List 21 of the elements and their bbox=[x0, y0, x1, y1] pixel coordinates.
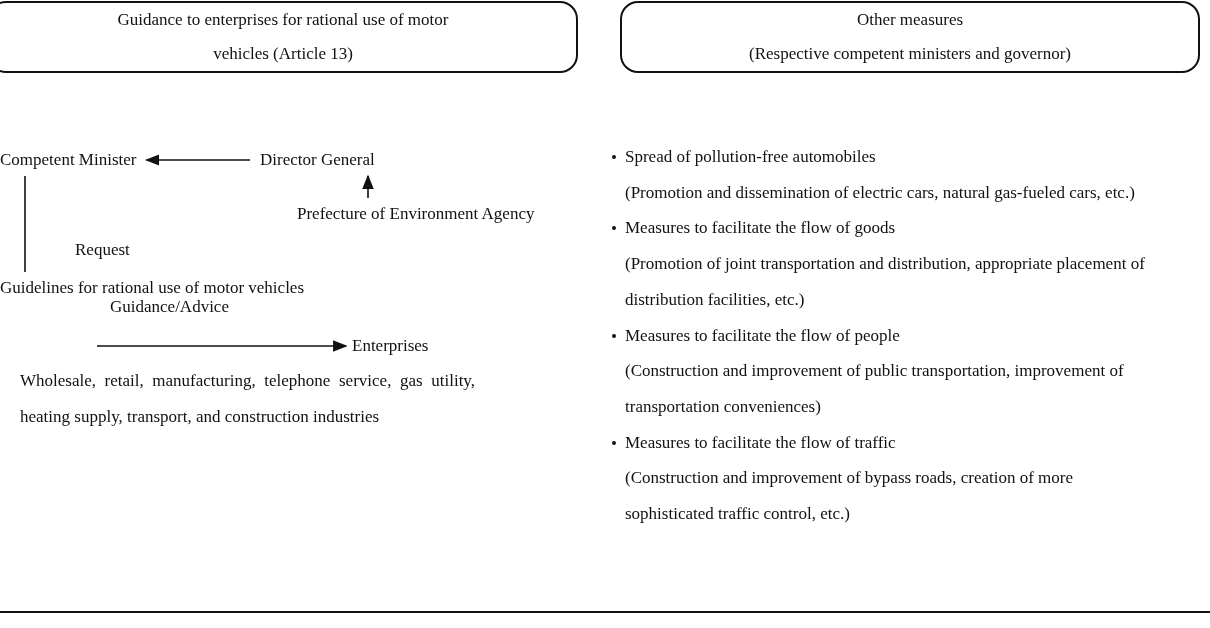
box-heading: Other measures bbox=[855, 9, 965, 31]
arrow bbox=[145, 154, 251, 166]
arrow bbox=[362, 174, 374, 199]
header-box: Guidance to enterprises for rational use of motor vehicles (Article 13) bbox=[0, 1, 578, 73]
item-note: (Construction and improvement of bypass roads, creation of more sophisticated traffic control, etc.) bbox=[625, 467, 1075, 526]
industry-list: Wholesale, retail, manufacturing, telephone service, gas utility, heating supply, transport, and construction industries bbox=[20, 363, 475, 435]
arrow bbox=[96, 340, 348, 352]
box-subheading: (Respective competent ministers and governor) bbox=[748, 43, 1072, 65]
item-note: (Construction and improvement of public transportation, improvement of transportation conveniences) bbox=[625, 360, 1125, 418]
node-label: Enterprises bbox=[352, 334, 429, 358]
item-note: (Promotion of joint transportation and distribution, appropriate placement of distribution facilities, etc.) bbox=[625, 253, 1146, 311]
bullet-item: Measures to facilitate the flow of goods bbox=[625, 217, 897, 240]
node-label: Director General bbox=[260, 148, 375, 172]
node-label: Competent Minister bbox=[0, 148, 137, 172]
header-box bbox=[620, 1, 1200, 73]
node-label: Prefecture of Environment Agency bbox=[297, 202, 559, 226]
item-note: (Promotion and dissemination of electric cars, natural gas-fueled cars, etc.) bbox=[625, 181, 1136, 204]
connector-line bbox=[24, 175, 26, 273]
bullet-item: Measures to facilitate the flow of people bbox=[625, 324, 901, 347]
bullet-item: Measures to facilitate the flow of traffic bbox=[625, 431, 897, 454]
bullet-item: Spread of pollution-free automobiles bbox=[625, 146, 877, 168]
